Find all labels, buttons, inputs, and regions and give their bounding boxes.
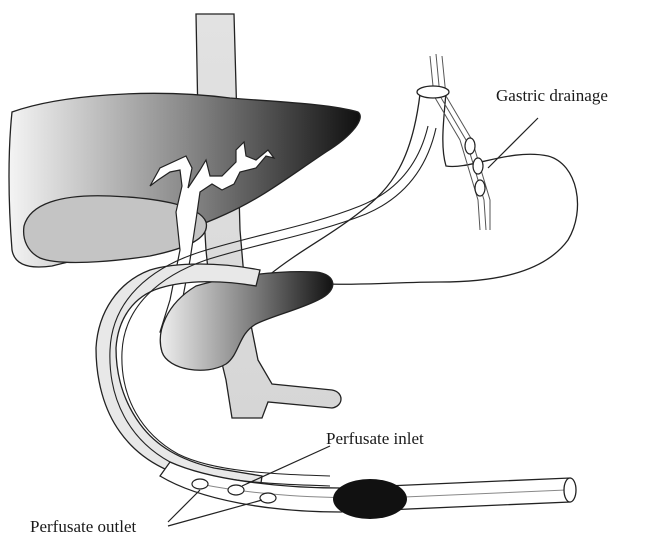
perfusate-outlet-port <box>260 493 276 503</box>
gastric-port <box>473 158 483 174</box>
occlusion-balloon <box>333 479 407 519</box>
perfusate-outlet-label: Perfusate outlet <box>30 517 136 537</box>
perfusate-inlet-leader <box>242 446 330 486</box>
perfusate-inlet-port <box>192 479 208 489</box>
gastric-drainage-label: Gastric drainage <box>496 86 608 106</box>
perfusate-outlet-leader <box>168 500 262 526</box>
intestine-end <box>564 478 576 502</box>
gastric-port <box>465 138 475 154</box>
perfusate-outlet-leader <box>168 490 200 522</box>
perfusate-inlet-label: Perfusate inlet <box>326 429 424 449</box>
esophagus-opening <box>417 86 449 98</box>
perfusate-inlet-port <box>228 485 244 495</box>
gastric-port <box>475 180 485 196</box>
